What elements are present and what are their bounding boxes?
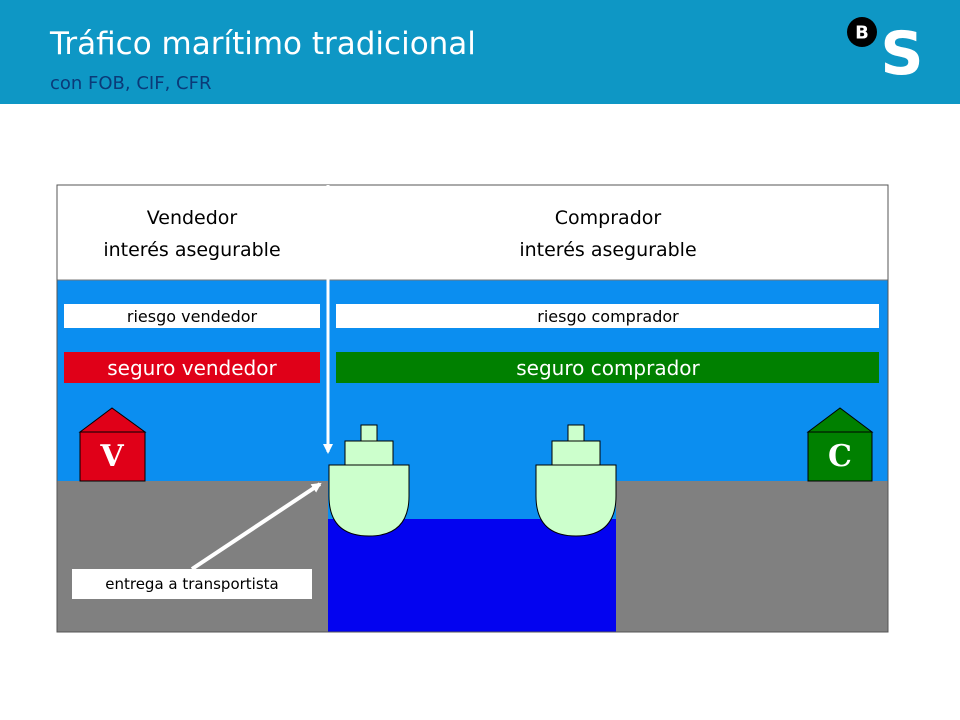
delivery-arrow	[190, 482, 322, 571]
delivery-label-box	[72, 569, 312, 599]
seller-house: V	[78, 407, 147, 482]
buyer-house-letter: C	[828, 439, 852, 474]
logo-circle	[847, 17, 877, 47]
ship-2-hull	[535, 464, 617, 537]
buyer-header-cell	[327, 184, 889, 281]
ship-1-hull	[328, 464, 410, 537]
ship-1-cabin	[344, 440, 394, 466]
buyer-header-line2: interés asegurable	[519, 239, 696, 261]
seller-insurance-label: seguro vendedor	[107, 356, 277, 380]
page-subtitle: con FOB, CIF, CFR	[50, 73, 212, 94]
buyer-land	[616, 481, 888, 632]
seller-land	[57, 481, 328, 632]
seller-house-body	[79, 431, 146, 482]
buyer-insurance-bar	[336, 352, 879, 383]
ship-1-chimney	[360, 424, 378, 442]
seller-header-line2: interés asegurable	[103, 239, 280, 261]
buyer-header-line1: Comprador	[555, 207, 662, 229]
seller-house-letter: V	[99, 439, 124, 474]
seller-risk-label: riesgo vendedor	[127, 307, 258, 326]
logo-letter-s: S	[880, 19, 923, 86]
buyer-house: C	[806, 407, 874, 482]
buyer-risk-bar	[336, 304, 879, 328]
logo-letter-b: B	[855, 23, 869, 44]
seller-risk-bar	[64, 304, 320, 328]
page-title: Tráfico marítimo tradicional	[50, 26, 476, 62]
buyer-risk-label: riesgo comprador	[537, 307, 679, 326]
ship-2-cabin	[551, 440, 601, 466]
buyer-house-body	[807, 431, 873, 482]
ship-at-dock	[328, 424, 410, 537]
ship-at-sea	[535, 424, 617, 537]
header-bar: Tráfico marítimo tradicional con FOB, CI…	[0, 0, 960, 104]
seller-header-line1: Vendedor	[147, 207, 238, 229]
bank-logo: B S	[847, 17, 924, 86]
seller-header-cell	[56, 184, 329, 281]
delivery-label: entrega a transportista	[105, 575, 279, 593]
seller-insurance-bar	[64, 352, 320, 383]
buyer-insurance-label: seguro comprador	[516, 356, 700, 380]
ship-2-chimney	[567, 424, 585, 442]
diagram-frame	[56, 184, 889, 633]
water	[328, 519, 616, 632]
